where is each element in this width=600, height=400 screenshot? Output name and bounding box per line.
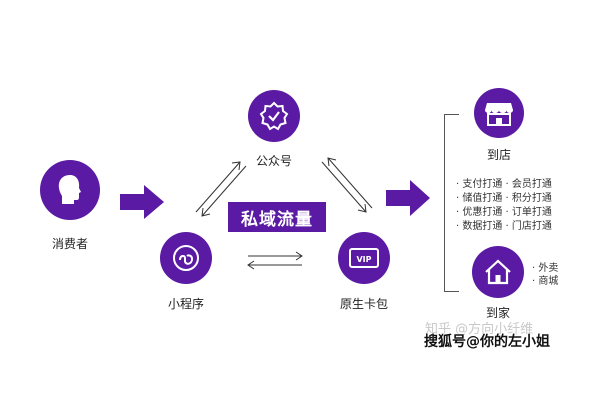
consumer-node	[40, 160, 100, 220]
verified-badge-icon	[259, 101, 289, 131]
vip-card-icon: VIP	[349, 248, 379, 268]
home-extra-item: · 商城	[532, 276, 559, 287]
watermark: 搜狐号@你的左小姐	[424, 334, 550, 350]
flow-arrow-to-channels	[120, 185, 164, 219]
mini-program-label: 小程序	[167, 297, 205, 311]
connector-mini-to-card	[247, 251, 303, 270]
scenario-bracket	[444, 114, 459, 292]
benefits-list: · 支付打通 · 会员打通 · 储值打通 · 积分打通 · 优惠打通 · 订单打…	[456, 178, 552, 234]
benefit-line: · 数据打通 · 门店打通	[456, 221, 552, 232]
store-node	[474, 88, 524, 138]
mini-program-icon	[173, 245, 199, 271]
native-card-label: 原生卡包	[339, 297, 389, 311]
consumer-label: 消费者	[51, 237, 89, 251]
benefit-line: · 优惠打通 · 订单打通	[456, 207, 552, 218]
mini-program-node	[160, 232, 212, 284]
official-account-label: 公众号	[255, 154, 293, 168]
flow-arrow-to-scenarios	[386, 180, 430, 216]
private-traffic-label: 私域流量	[228, 202, 326, 232]
native-card-node: VIP	[338, 232, 390, 284]
benefit-line: · 储值打通 · 积分打通	[456, 193, 552, 204]
home-node	[472, 246, 524, 298]
storefront-icon	[485, 103, 513, 126]
user-head-icon	[58, 175, 81, 204]
svg-text:VIP: VIP	[356, 255, 371, 264]
home-extras: · 外卖 · 商城	[532, 262, 558, 288]
home-label: 到家	[485, 306, 511, 320]
watermark-faint: 知乎 @方向小纤维	[425, 322, 534, 337]
connector-official-to-card	[321, 157, 373, 213]
connector-mini-to-official	[195, 161, 247, 217]
home-extra-item: · 外卖	[532, 263, 559, 274]
house-icon	[485, 259, 511, 285]
store-label: 到店	[486, 148, 512, 162]
benefit-line: · 支付打通 · 会员打通	[456, 179, 552, 190]
official-account-node	[248, 90, 300, 142]
